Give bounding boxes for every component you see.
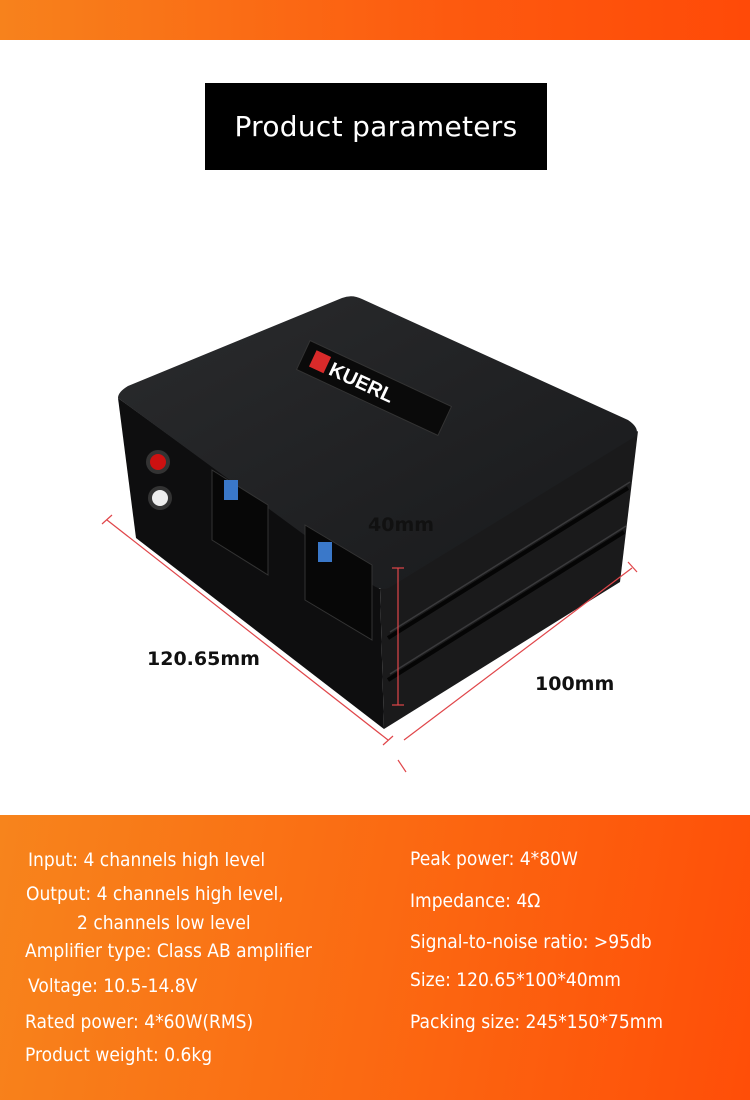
length-label: 120.65mm <box>147 648 260 670</box>
brand-logo: KUERL <box>295 339 453 437</box>
spec-size: Size: 120.65*100*40mm <box>410 969 621 991</box>
spec-amplifier-type: Amplifier type: Class AB amplifier <box>25 940 312 962</box>
height-label: 40mm <box>368 514 435 536</box>
spec-output-cont: 2 channels low level <box>77 912 251 934</box>
page-title: Product parameters <box>205 83 547 170</box>
width-label: 100mm <box>535 673 615 695</box>
product-image-amplifier: KUERL <box>101 296 638 773</box>
spec-output: Output: 4 channels high level, <box>26 883 284 905</box>
spec-impedance: Impedance: 4Ω <box>410 890 541 912</box>
spec-input: Input: 4 channels high level <box>28 849 266 871</box>
spec-voltage: Voltage: 10.5-14.8V <box>28 975 198 997</box>
top-banner <box>0 0 750 40</box>
spec-peak-power: Peak power: 4*80W <box>410 848 578 870</box>
specs-panel: Input: 4 channels high level Output: 4 c… <box>0 815 750 1100</box>
spec-snr: Signal-to-noise ratio: >95db <box>410 931 652 953</box>
spec-rated-power: Rated power: 4*60W(RMS) <box>25 1011 254 1033</box>
spec-packing-size: Packing size: 245*150*75mm <box>410 1011 664 1033</box>
spec-weight: Product weight: 0.6kg <box>25 1044 213 1066</box>
dimension-lines <box>101 514 638 773</box>
